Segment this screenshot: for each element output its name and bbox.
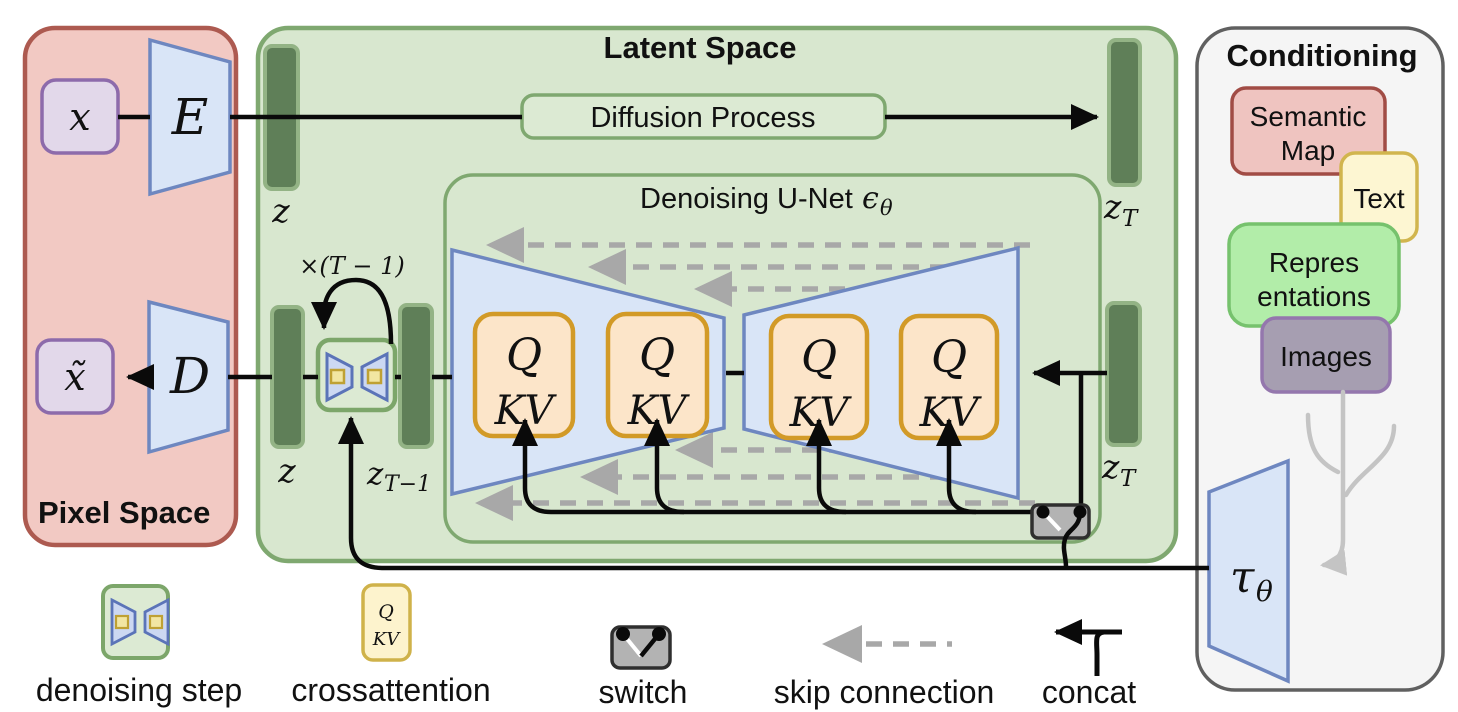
latent-space-title: Latent Space [604, 30, 797, 65]
zT-top-label: z [1103, 187, 1122, 226]
zT-1-sub: T−1 [384, 472, 431, 497]
zT-1-bar [398, 303, 434, 449]
zT-top-sub: T [1122, 206, 1139, 232]
encoder-label: E [171, 88, 209, 146]
encoder-trapezoid [148, 37, 232, 197]
conditioning-title: Conditioning [1226, 38, 1417, 73]
z-top-label: z [271, 191, 290, 230]
connector-lines [118, 104, 1209, 571]
zT-bottom-sub: T [1120, 466, 1137, 492]
decoder-label: D [169, 347, 210, 405]
diffusion-process-label: Diffusion Process [590, 102, 815, 134]
z-bottom-label: z [277, 451, 296, 490]
legend-crossattention-kv: KV [372, 629, 401, 650]
tau-encoder-trapezoid [1207, 458, 1290, 684]
zT-bar-top [1107, 38, 1142, 187]
zT-bottom-label: z [1101, 447, 1120, 486]
z-bar-bottom [270, 305, 305, 449]
qkv-q-label: Q [931, 332, 967, 383]
legend: denoising step Q KV crossattention switc… [36, 583, 1136, 710]
pixel-space-title: Pixel Space [38, 495, 210, 530]
conditioning-merge-tree [1305, 389, 1397, 576]
legend-skip-connection-label: skip connection [774, 674, 995, 710]
qkv-block-4: Q KV [898, 313, 1000, 441]
x-label: x [69, 95, 90, 139]
qkv-block-3: Q KV [768, 313, 870, 441]
qkv-q-label: Q [639, 330, 675, 381]
legend-switch-icon [610, 625, 672, 670]
representations-label-1: Repres [1269, 247, 1359, 278]
unet-epsilon: ϵ [862, 181, 879, 216]
legend-skip-connection-icon [822, 625, 952, 663]
qkv-block-1: Q KV [472, 311, 576, 439]
unet-title: Denoising U-Net [640, 183, 853, 215]
legend-denoising-step-label: denoising step [36, 672, 242, 708]
denoising-step-box [315, 337, 398, 413]
legend-concat-icon [1054, 619, 1122, 676]
legend-crossattention-q: Q [378, 601, 394, 623]
images-card-label: Images [1280, 341, 1372, 372]
semantic-map-label-2: Map [1281, 135, 1335, 166]
zT-bar-bottom [1105, 301, 1142, 447]
decoder-trapezoid [147, 299, 230, 455]
mini-attn-square [329, 368, 346, 385]
qkv-q-label: Q [801, 332, 837, 383]
qkv-block-2: Q KV [605, 311, 710, 439]
switch-contact-left [1036, 505, 1050, 519]
text-card-label: Text [1353, 183, 1405, 214]
images-card [1260, 316, 1392, 394]
switch [1030, 503, 1091, 568]
qkv-q-label: Q [506, 330, 542, 381]
mini-attn-square [366, 368, 383, 385]
legend-denoising-step-icon [101, 584, 170, 660]
legend-crossattention-label: crossattention [291, 672, 490, 708]
legend-switch-label: switch [599, 674, 688, 710]
tau-sub: θ [1256, 575, 1273, 608]
representations-label-2: entations [1257, 281, 1371, 312]
legend-crossattention-icon: Q KV [361, 583, 412, 662]
zT-1-label: z [366, 456, 384, 492]
switch-contact-right [1073, 505, 1087, 519]
tau-label: τ [1230, 552, 1255, 603]
semantic-map-card [1230, 86, 1387, 176]
legend-concat-label: concat [1042, 674, 1136, 710]
loop-count-label: ×(T − 1) [299, 252, 404, 280]
semantic-map-label-1: Semantic [1250, 101, 1367, 132]
x-tilde-output-box [35, 338, 115, 415]
switch-selected-path [1061, 511, 1083, 568]
x-tilde-label: x̃ [64, 355, 85, 399]
unet-epsilon-sub: θ [880, 196, 893, 220]
